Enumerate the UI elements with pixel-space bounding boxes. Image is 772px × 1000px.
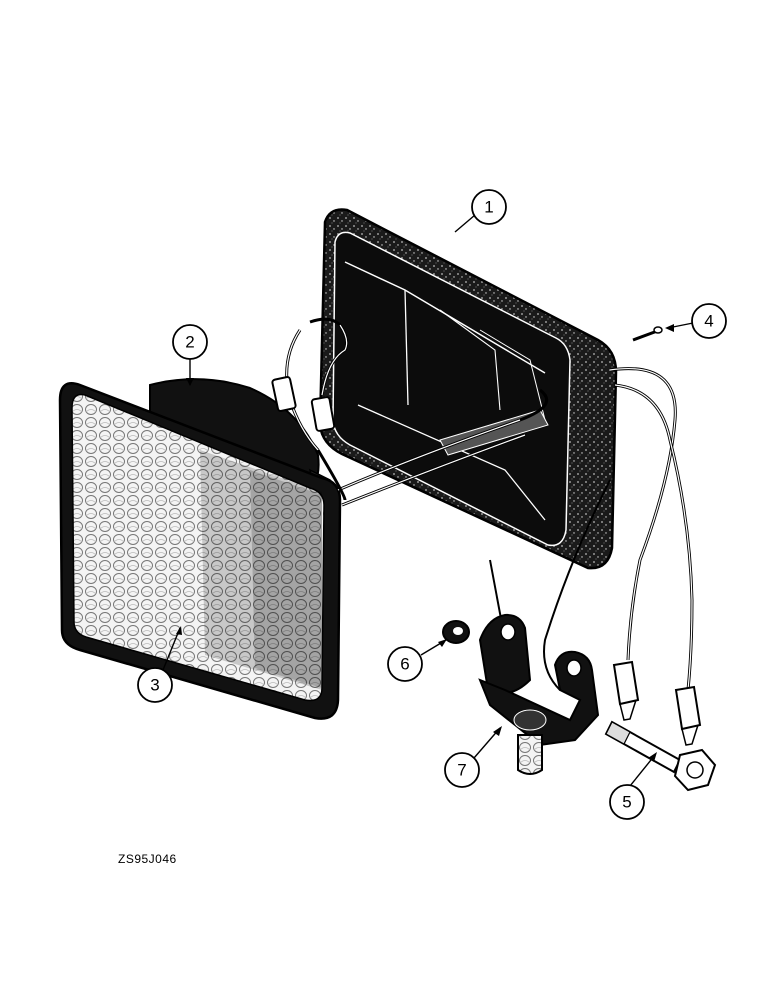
- screw: [632, 326, 663, 342]
- bolt: [604, 720, 717, 792]
- callout-label: 1: [484, 198, 493, 217]
- callout-6: 6: [387, 639, 447, 682]
- lens-face: [71, 393, 325, 702]
- callout-3: 3: [137, 626, 182, 703]
- callout-1: 1: [454, 189, 507, 233]
- figure-code: ZS95J046: [118, 852, 177, 866]
- housing-cavity: [332, 231, 571, 547]
- callout-2: 2: [172, 324, 208, 386]
- wire-terminal: [612, 660, 640, 721]
- housing: [318, 208, 618, 570]
- callout-label: 6: [400, 655, 409, 674]
- mounting-bracket: [478, 613, 600, 775]
- callout-label: 5: [622, 793, 631, 812]
- callout-4: 4: [665, 303, 727, 339]
- wiring-harness: [271, 317, 702, 746]
- callout-label: 7: [457, 761, 466, 780]
- callout-label: 2: [185, 333, 194, 352]
- callout-7: 7: [444, 726, 502, 788]
- callout-label: 4: [704, 312, 713, 331]
- nut: [442, 620, 470, 644]
- callout-label: 3: [150, 676, 159, 695]
- callout-5: 5: [609, 752, 657, 820]
- wire-terminal: [674, 685, 702, 746]
